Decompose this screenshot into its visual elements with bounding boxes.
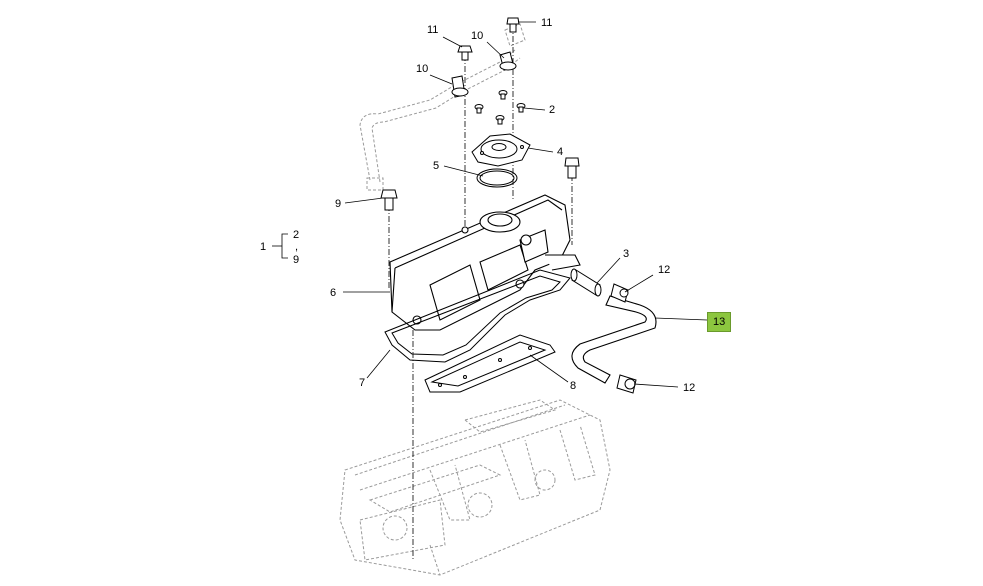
oil-filler-flange (471, 133, 531, 167)
callout-8: 8 (570, 380, 577, 392)
engine-block-ghost (339, 399, 611, 576)
callout-11-right: 11 (541, 17, 553, 29)
center-lines (388, 25, 573, 560)
callout-2: 2 (549, 104, 556, 116)
grommets (451, 51, 517, 98)
callout-5: 5 (433, 160, 440, 172)
callout-7: 7 (359, 377, 366, 389)
o-ring (476, 168, 518, 188)
hose (571, 295, 657, 384)
callout-3: 3 (623, 248, 630, 260)
callout-range-2: 2 (293, 229, 300, 241)
bolts-side (380, 157, 580, 211)
gasket (384, 269, 571, 363)
plate (424, 334, 556, 393)
callout-6: 6 (330, 287, 337, 299)
callout-1: 1 (260, 241, 267, 253)
callout-range-9: 9 (293, 254, 300, 266)
fasteners-top (457, 17, 526, 125)
callout-13-highlighted[interactable]: 13 (707, 312, 732, 332)
hose-clamps (610, 283, 637, 394)
callout-12-bottom: 12 (683, 382, 696, 394)
callout-11-left: 11 (427, 24, 439, 36)
leader-lines (343, 21, 708, 388)
item-1-bracket (272, 233, 288, 259)
fitting (570, 268, 602, 297)
callout-10-left: 10 (416, 63, 429, 75)
valve-cover (389, 194, 581, 331)
callout-9-left: 9 (335, 198, 342, 210)
callout-range-separator: , (295, 241, 299, 253)
callout-12-top: 12 (658, 264, 671, 276)
callout-4: 4 (557, 146, 564, 158)
callout-10-top: 10 (471, 30, 484, 42)
